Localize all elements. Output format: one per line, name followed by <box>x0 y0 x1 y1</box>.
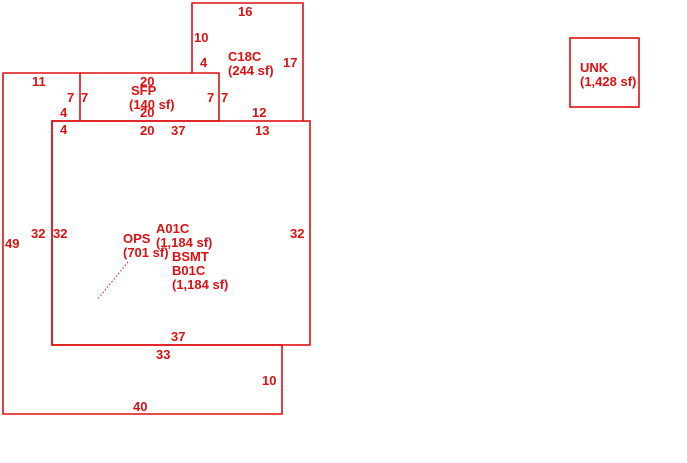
dim-sfp-top: 20 <box>140 74 154 89</box>
dim-ops-inner-32: 32 <box>31 226 45 241</box>
dim-c18c-left-lower: 4 <box>200 55 208 70</box>
ops-leader-line <box>96 261 129 301</box>
c18c-area: (244 sf) <box>228 63 274 78</box>
unk-code: UNK <box>580 60 609 75</box>
main-outline <box>51 120 311 346</box>
ops-code: OPS <box>123 231 151 246</box>
c18c-code: C18C <box>228 49 262 64</box>
dim-main-top-20: 20 <box>140 123 154 138</box>
dim-ops-right-10: 10 <box>262 373 276 388</box>
dim-c18c-bottom-13: 13 <box>255 123 269 138</box>
bsmt-sub-code: B01C <box>172 263 206 278</box>
dim-c18c-top: 16 <box>238 4 252 19</box>
dim-main-bottom-37: 37 <box>171 329 185 344</box>
dim-ops-step-4: 4 <box>60 105 68 120</box>
dim-main-left-32: 32 <box>53 226 67 241</box>
dim-sfp-inner-20: 20 <box>140 105 154 120</box>
a01c-area: (1,184 sf) <box>156 235 212 250</box>
dim-ops-top-left: 11 <box>32 74 46 89</box>
dim-ops-bottom-40: 40 <box>133 399 147 414</box>
dim-main-top-37: 37 <box>171 123 185 138</box>
dim-ops-left-49: 49 <box>5 236 19 251</box>
dim-c18c-right: 17 <box>283 55 297 70</box>
sfp-area: (140 sf) <box>129 97 175 112</box>
bsmt-code: BSMT <box>172 249 209 264</box>
dim-sfp-right-inner: 7 <box>221 90 228 105</box>
c18c-outline <box>191 2 304 121</box>
dim-sfp-right-outer: 7 <box>207 90 214 105</box>
a01c-code: A01C <box>156 221 190 236</box>
dim-c18c-left-upper: 10 <box>194 30 208 45</box>
dim-ops-bottom-33: 33 <box>156 347 170 362</box>
dim-sfp-left-outer: 7 <box>67 90 74 105</box>
dim-main-right-32: 32 <box>290 226 304 241</box>
sfp-code: SFP <box>131 83 157 98</box>
dim-c18c-bottom-right: 12 <box>252 105 266 120</box>
unk-area: (1,428 sf) <box>580 74 636 89</box>
bsmt-area: (1,184 sf) <box>172 277 228 292</box>
dim-main-step-4: 4 <box>60 122 68 137</box>
unk-outline <box>569 37 640 108</box>
ops-area: (701 sf) <box>123 245 169 260</box>
dim-sfp-left-inner: 7 <box>81 90 88 105</box>
